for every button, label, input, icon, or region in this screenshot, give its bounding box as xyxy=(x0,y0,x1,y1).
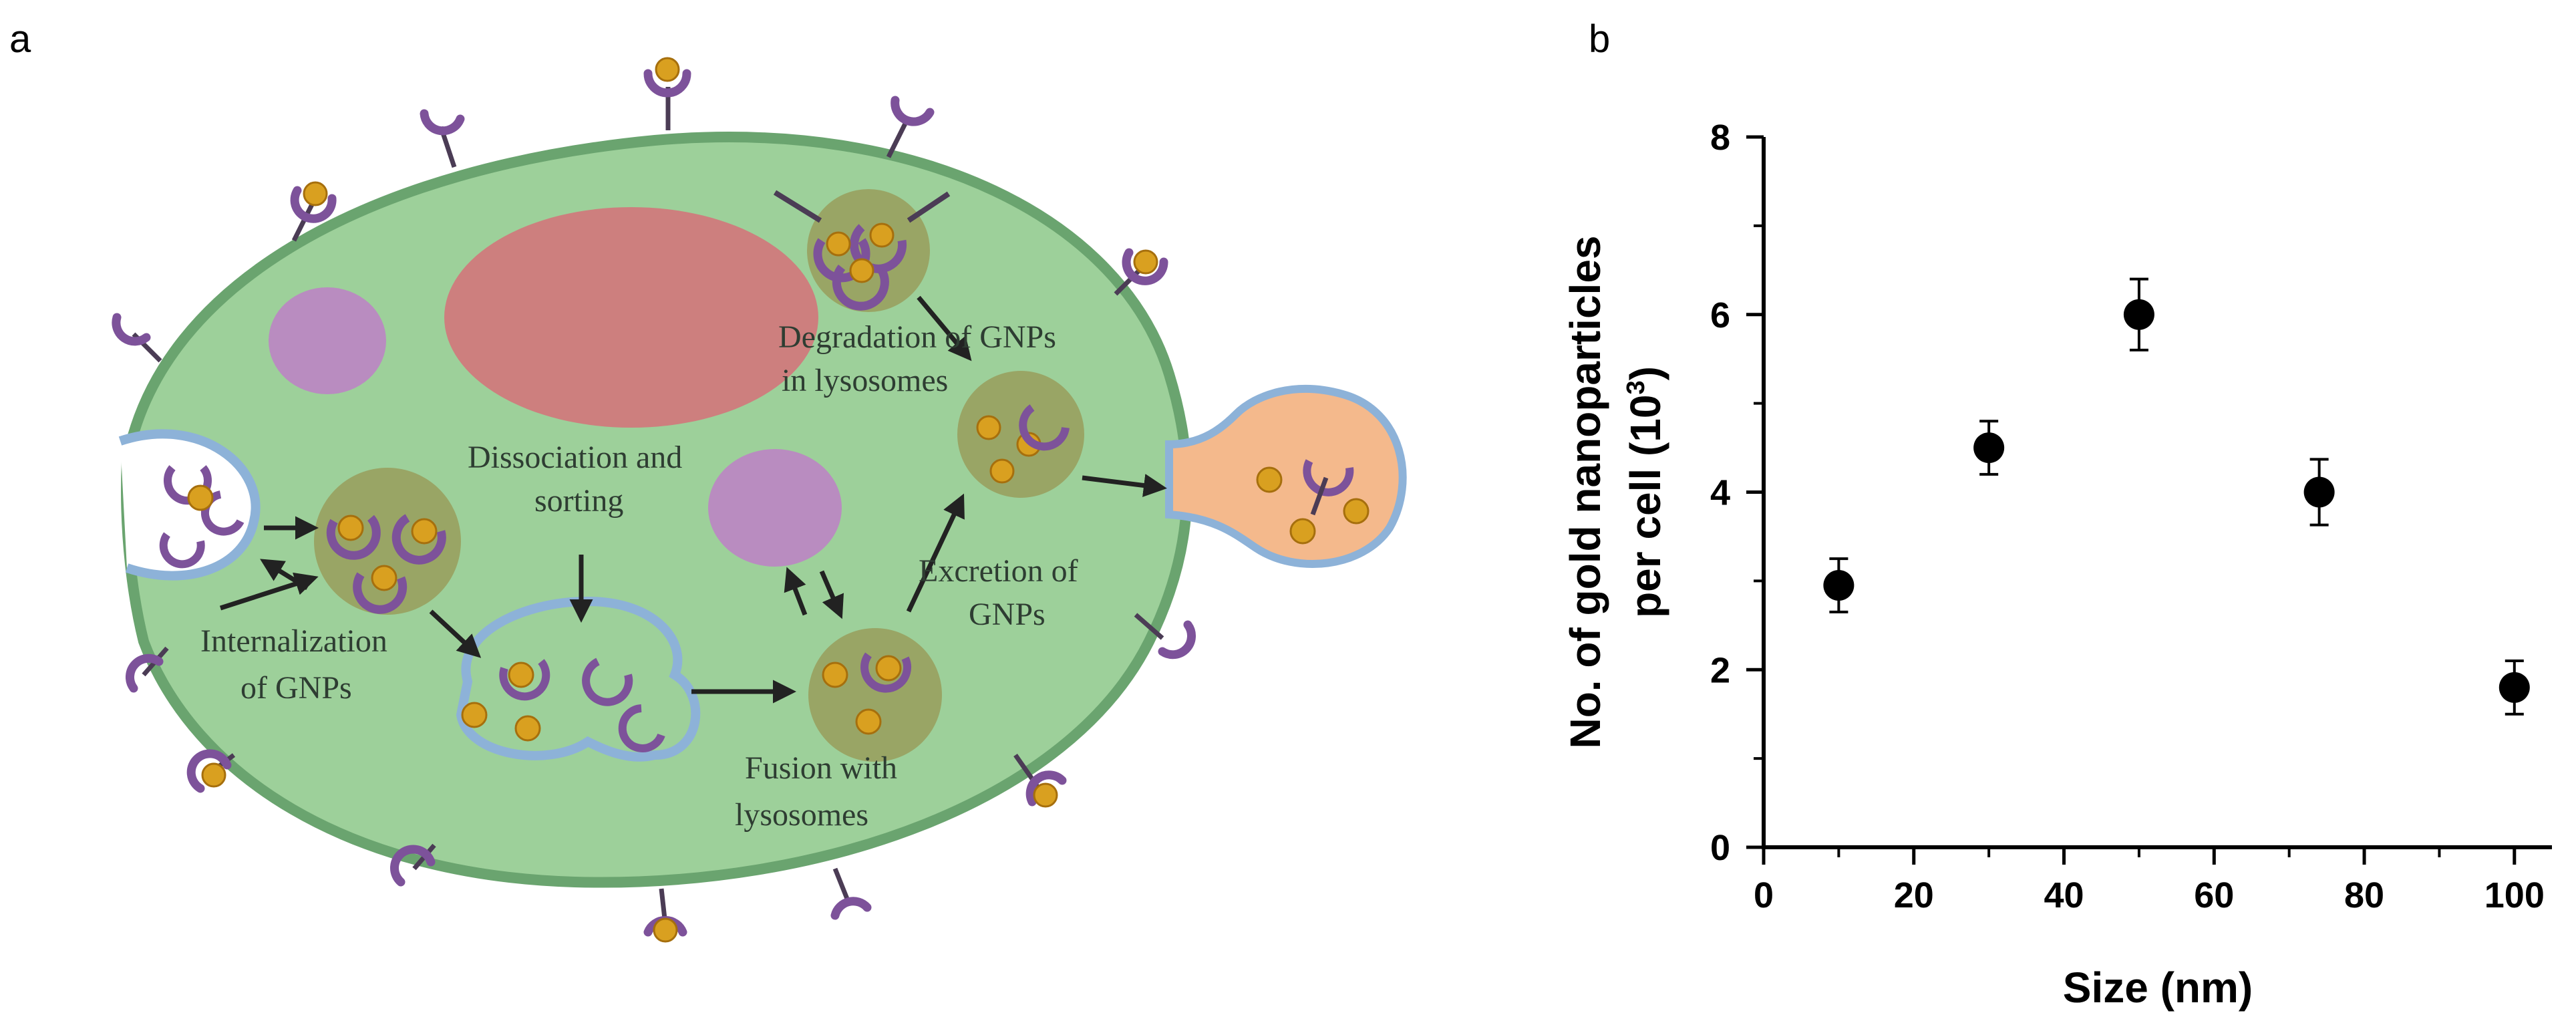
process-arrows xyxy=(219,295,1167,704)
endosome-sorting xyxy=(314,468,461,615)
x-tick-label: 100 xyxy=(2484,875,2545,915)
label-internalization-line1: Internalization xyxy=(200,623,387,659)
panel-b-label: b xyxy=(1589,17,1610,61)
label-fusion-line2: lysosomes xyxy=(735,797,868,833)
y-tick-label: 8 xyxy=(1710,118,1730,158)
label-fusion-line1: Fusion with xyxy=(745,750,897,786)
chart-axes xyxy=(1762,137,2552,849)
label-degradation-line1: Degradation of GNPs xyxy=(778,319,1056,355)
error-bars xyxy=(1829,277,2524,716)
lysosome-fused xyxy=(808,628,942,762)
x-axis-title: Size (nm) xyxy=(2063,964,2253,1012)
nucleus xyxy=(444,207,818,428)
label-excretion-line2: GNPs xyxy=(969,597,1045,632)
x-axis-ticks: 0 20 40 60 80 100 xyxy=(1754,847,2545,915)
y-tick-label: 0 xyxy=(1710,828,1730,868)
y-axis-title-suffix: ) xyxy=(1621,366,1669,380)
data-point xyxy=(1973,432,2005,464)
x-tick-label: 0 xyxy=(1754,875,1774,915)
data-point xyxy=(2123,299,2154,330)
data-points xyxy=(1823,299,2530,703)
data-point xyxy=(1823,570,1855,601)
x-tick-label: 40 xyxy=(2044,875,2084,915)
surface-gnps xyxy=(201,57,1158,943)
nanoparticle-uptake-chart: 0 20 40 60 80 100 0 2 4 6 8 Size (nm) No. of gold… xyxy=(1561,118,2552,1012)
label-dissociation-line1: Dissociation and xyxy=(468,440,682,475)
y-axis-title-prefix: per cell (10 xyxy=(1621,395,1669,618)
x-tick-label: 60 xyxy=(2194,875,2234,915)
x-tick-label: 80 xyxy=(2344,875,2384,915)
y-axis-ticks: 0 2 4 6 8 xyxy=(1710,118,1764,868)
y-tick-label: 4 xyxy=(1710,473,1730,513)
lysosome-degradation xyxy=(773,189,951,312)
endosome-excretion xyxy=(957,371,1084,498)
label-degradation-line2: in lysosomes xyxy=(782,363,948,398)
label-excretion-line1: Excretion of xyxy=(919,553,1078,589)
organelle-center xyxy=(708,449,842,567)
y-axis-title-superscript: 3 xyxy=(1622,380,1650,394)
panel-a-label: a xyxy=(9,17,31,61)
data-point xyxy=(2303,476,2335,508)
x-tick-label: 20 xyxy=(1894,875,1934,915)
y-axis-title: No. of gold nanoparticles per cell (103) xyxy=(1561,235,1669,748)
internalization-pocket xyxy=(118,429,261,581)
exocytic-vesicle xyxy=(1165,384,1407,568)
fusing-vesicle xyxy=(456,596,701,762)
y-axis-title-line2: per cell (103) xyxy=(1621,366,1669,618)
y-tick-label: 6 xyxy=(1710,295,1730,335)
y-tick-label: 2 xyxy=(1710,650,1730,690)
data-point xyxy=(2499,672,2530,703)
cell-diagram: Degradation of GNPs in lysosomes Dissoci… xyxy=(112,57,1407,943)
organelle-left xyxy=(269,287,386,394)
receptor-heads xyxy=(112,69,1196,937)
label-internalization-line2: of GNPs xyxy=(240,670,352,706)
label-dissociation-line2: sorting xyxy=(534,483,623,519)
y-axis-title-line1: No. of gold nanoparticles xyxy=(1561,235,1609,748)
